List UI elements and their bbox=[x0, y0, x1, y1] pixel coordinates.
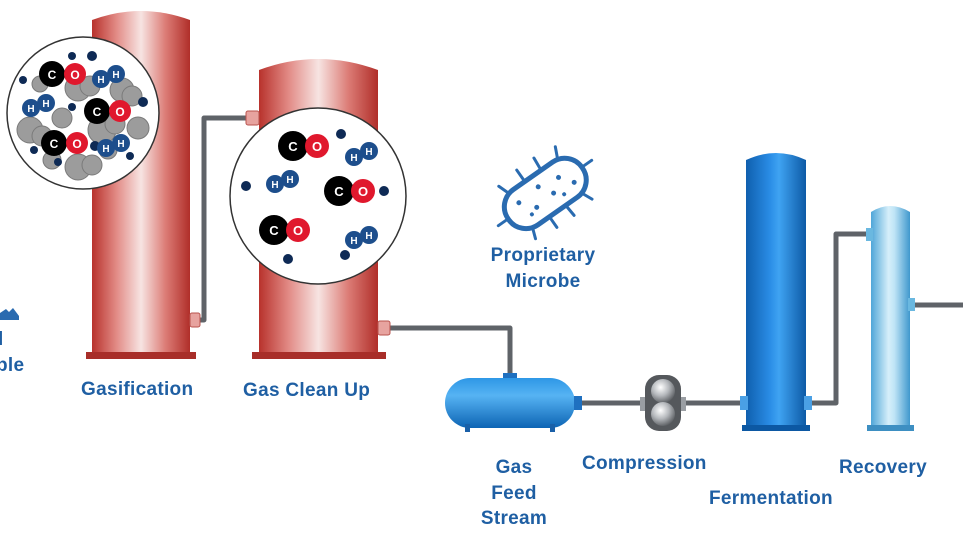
hydrogen-atom-label: H bbox=[365, 231, 372, 242]
gas-feed-tank bbox=[445, 373, 582, 432]
hydrogen-atom-label: H bbox=[112, 70, 119, 81]
gas-feed-label-line3: Stream bbox=[480, 508, 548, 529]
hydrogen-atom-label: H bbox=[350, 236, 357, 247]
fermentation-label: Fermentation bbox=[709, 488, 833, 509]
molecule-dots bbox=[241, 129, 389, 264]
hydrogen-atom-label: H bbox=[117, 139, 124, 150]
h2-molecule: H H bbox=[266, 170, 299, 193]
compression-label: Compression bbox=[582, 453, 707, 474]
compressor-pump bbox=[640, 375, 686, 431]
hydrogen-atom-label: H bbox=[27, 104, 34, 115]
pipe-cleanup-to-feed bbox=[386, 325, 513, 378]
gas-feed-label-line1: Gas bbox=[495, 457, 533, 478]
hydrogen-atom-label: H bbox=[271, 180, 278, 191]
hydrogen-atom-label: H bbox=[286, 175, 293, 186]
hydrogen-atom-label: H bbox=[350, 153, 357, 164]
carbon-atom-label: C bbox=[288, 139, 298, 154]
hydrogen-atom-label: H bbox=[42, 99, 49, 110]
pipe-fermenter-to-recovery bbox=[806, 231, 870, 406]
oxygen-atom-label: O bbox=[70, 68, 79, 82]
carbon-atom-label: C bbox=[334, 184, 344, 199]
oxygen-atom-label: O bbox=[312, 139, 322, 154]
hydrogen-atom-label: H bbox=[365, 147, 372, 158]
co-molecule: C O bbox=[278, 131, 329, 161]
truncated-icon-fragment bbox=[0, 308, 19, 320]
oxygen-atom-label: O bbox=[358, 184, 368, 199]
gas-feed-label-line2: Feed bbox=[491, 483, 537, 504]
h2-molecule: H H bbox=[97, 134, 130, 157]
hydrogen-atom-label: H bbox=[97, 75, 104, 86]
co-molecule: C O bbox=[39, 61, 86, 87]
carbon-atom-label: C bbox=[269, 223, 279, 238]
carbon-atom-label: C bbox=[48, 68, 57, 82]
carbon-atom-label: C bbox=[50, 137, 59, 151]
oxygen-atom-label: O bbox=[115, 105, 124, 119]
h2-molecule: H H bbox=[92, 65, 125, 88]
co-molecule: C O bbox=[259, 215, 310, 245]
oxygen-atom-label: O bbox=[293, 223, 303, 238]
oxygen-atom-label: O bbox=[72, 137, 81, 151]
microbe-icon bbox=[496, 145, 594, 241]
hydrogen-atom-label: H bbox=[102, 144, 109, 155]
h2-molecule: H H bbox=[345, 226, 378, 249]
h2-molecule: H H bbox=[345, 142, 378, 166]
recovery-vessel bbox=[866, 206, 915, 431]
carbon-atom-label: C bbox=[93, 105, 102, 119]
co-molecule: C O bbox=[41, 130, 88, 156]
h2-molecule: H H bbox=[22, 94, 55, 117]
gas-clean-up-label: Gas Clean Up bbox=[243, 380, 371, 401]
clean-gas-molecule-bubble: C O C O C O H H H H H H bbox=[229, 107, 407, 285]
microbe-label: Microbe bbox=[505, 271, 581, 292]
cut-off-label-line2: ble bbox=[0, 355, 25, 376]
co-molecule: C O bbox=[324, 176, 375, 206]
co-molecule: C O bbox=[84, 98, 131, 124]
recovery-label: Recovery bbox=[839, 457, 927, 478]
gasification-molecule-bubble: C O C O C O H H H H H H bbox=[6, 36, 160, 190]
cut-off-label-line1: l bbox=[0, 329, 4, 350]
fermentation-vessel bbox=[740, 153, 812, 431]
gasification-label: Gasification bbox=[81, 379, 194, 400]
proprietary-label: Proprietary bbox=[490, 245, 596, 266]
